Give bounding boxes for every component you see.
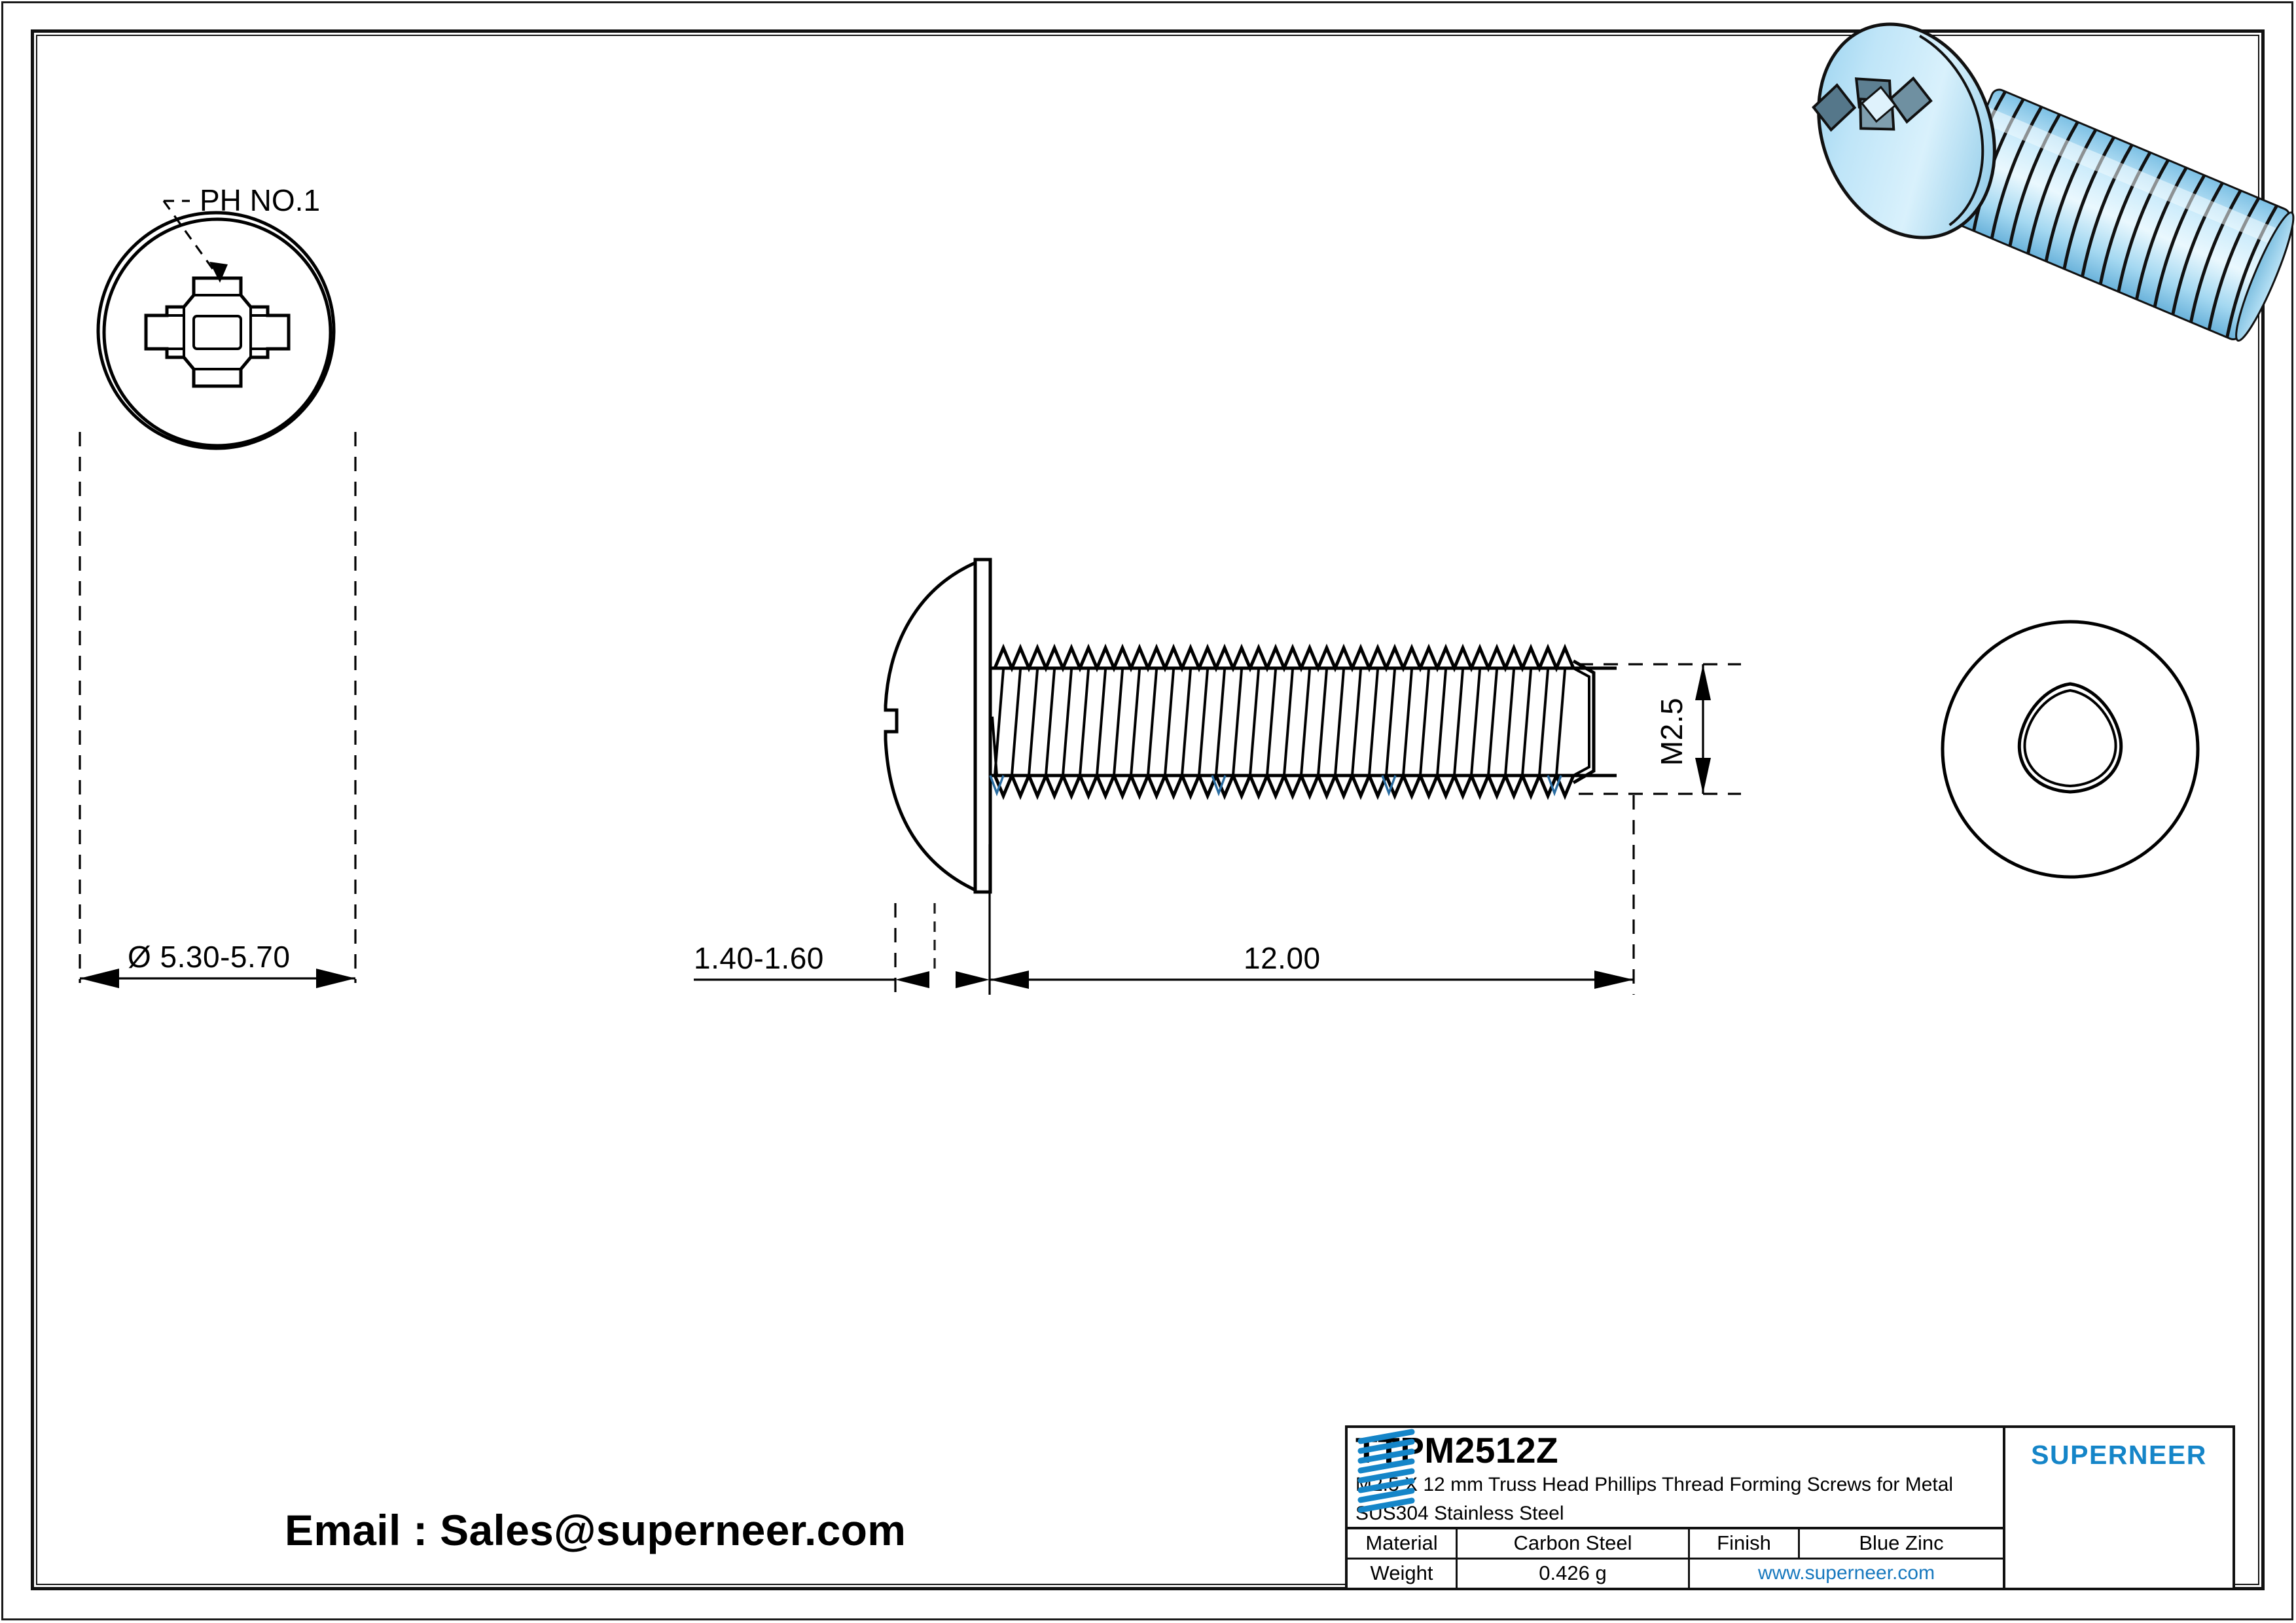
spec-table: Material Carbon Steel Finish Blue Zinc W…	[1348, 1529, 2003, 1588]
trilobe-inner	[2023, 688, 2117, 788]
thread-flank-lines	[994, 669, 1566, 776]
thread-crest-top	[993, 643, 1575, 673]
thread-size-dimension	[1579, 663, 1741, 795]
part-number: TTPM2512Z	[1355, 1430, 1559, 1471]
drawing-frame-outer	[31, 29, 2265, 1590]
part-description-line2: SUS304 Stainless Steel	[1355, 1503, 1564, 1525]
head-height-dimension	[694, 844, 991, 995]
drawing-frame-inner	[36, 35, 2259, 1585]
trilobe-outer	[2017, 682, 2123, 794]
weight-value: 0.426 g	[1458, 1559, 1690, 1588]
head-diameter-dimension	[79, 432, 357, 988]
title-block: TTPM2512Z M2.5 X 12 mm Truss Head Philli…	[1345, 1425, 2235, 1590]
brand-area: SUPERNEER	[1357, 1428, 2233, 1588]
top-view-geometry: PH NO.1 Ø 5.30-5.70	[79, 183, 357, 988]
table-row: Material Carbon Steel Finish Blue Zinc	[1348, 1529, 2003, 1560]
ph-callout-label: PH NO.1	[200, 183, 320, 217]
material-label: Material	[1348, 1529, 1458, 1558]
phillips-recess-top	[144, 276, 291, 388]
end-view-geometry	[1941, 620, 2200, 879]
website-link[interactable]: www.superneer.com	[1757, 1562, 1935, 1584]
iso-screw-graphic	[1812, 22, 2295, 342]
superneer-logo-icon	[1357, 1429, 1415, 1513]
part-description-line1: M2.5 X 12 mm Truss Head Phillips Thread …	[1355, 1474, 1954, 1496]
finish-label: Finish	[1690, 1529, 1800, 1558]
material-value: Carbon Steel	[1458, 1529, 1690, 1558]
head-diameter-label: Ø 5.30-5.70	[128, 940, 290, 974]
finish-value: Blue Zinc	[1859, 1531, 1944, 1555]
thread-size-label: M2.5	[1655, 698, 1689, 766]
part-description-area: TTPM2512Z M2.5 X 12 mm Truss Head Philli…	[1348, 1428, 2003, 1529]
screw-length-label: 12.00	[1244, 941, 1321, 975]
head-height-label: 1.40-1.60	[694, 941, 824, 975]
screw-length-dimension	[990, 795, 1635, 995]
table-row: Weight 0.426 g www.superneer.com	[1348, 1559, 2003, 1588]
weight-label: Weight	[1348, 1559, 1458, 1588]
email-text: Email : Sales@superneer.com	[285, 1506, 906, 1554]
title-block-left: TTPM2512Z M2.5 X 12 mm Truss Head Philli…	[1348, 1428, 2005, 1588]
head-outline-circle	[96, 211, 336, 450]
thread-root-marks	[989, 775, 1562, 796]
phillips-recess-iso	[1812, 76, 1933, 132]
brand-wordmark: SUPERNEER	[2031, 1440, 2207, 1470]
ph-leader-line	[162, 200, 228, 283]
side-view-geometry: 1.40-1.60 12.00 M2.5	[694, 558, 1741, 995]
